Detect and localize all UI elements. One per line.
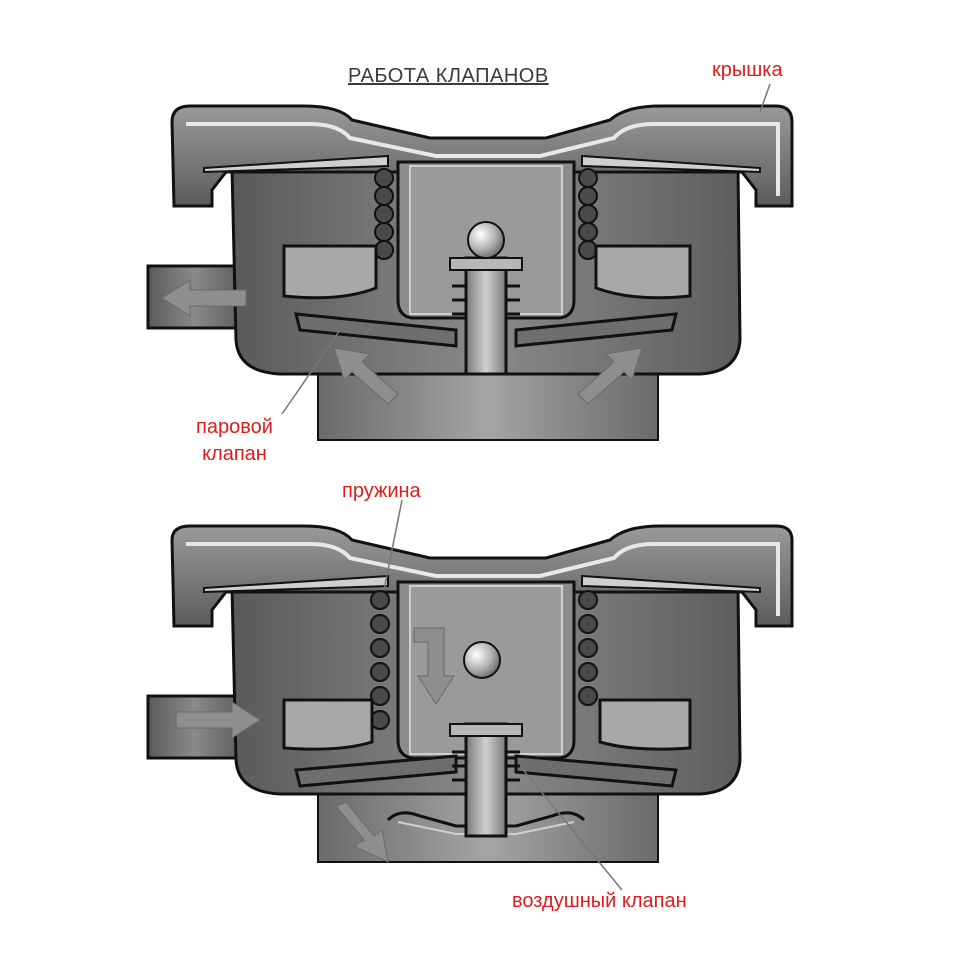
label-steam-valve-line1: паровой <box>196 416 273 438</box>
leader-lid <box>759 83 771 113</box>
top-flow-arrows <box>161 279 643 405</box>
diagram-title: РАБОТА КЛАПАНОВ <box>348 65 549 87</box>
leader-spring <box>383 499 403 591</box>
arrow-down-right-icon <box>335 801 389 863</box>
label-air-valve: воздушный клапан <box>512 890 687 912</box>
label-spring: пружина <box>342 480 421 502</box>
bottom-spring-coils <box>370 590 598 730</box>
leader-air-valve <box>519 765 623 891</box>
bottom-cap-assembly <box>146 499 794 891</box>
label-steam-valve: паровой клапан <box>196 414 273 468</box>
top-cap-assembly <box>146 83 794 441</box>
leader-steam-valve <box>281 329 341 415</box>
label-lid: крышка <box>712 59 783 81</box>
arrow-up-right-icon <box>577 347 643 405</box>
arrow-in-right-icon <box>175 701 261 739</box>
label-steam-valve-line2: клапан <box>202 443 267 465</box>
arrow-up-left-icon <box>333 347 399 405</box>
arrow-out-left-icon <box>161 279 247 317</box>
arrow-down-icon <box>413 627 455 705</box>
bottom-flow-arrows <box>175 627 455 863</box>
